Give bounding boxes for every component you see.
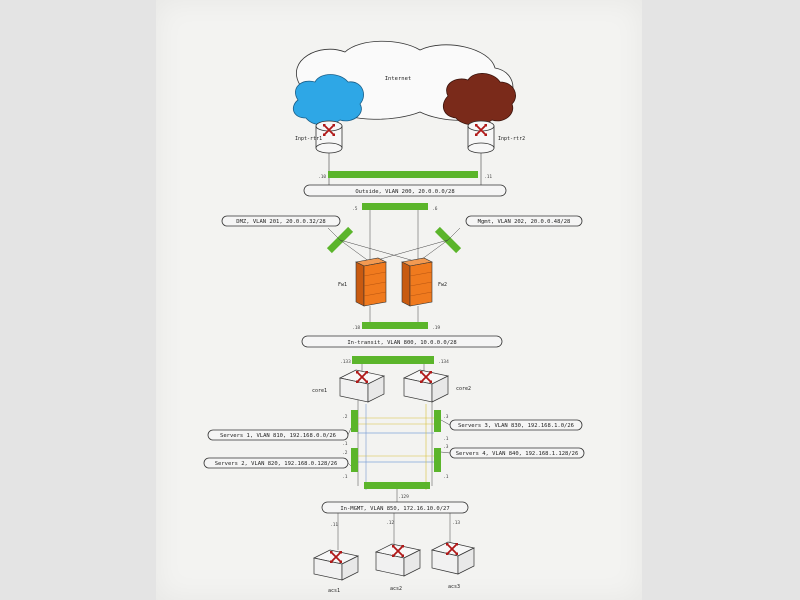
s4-ip-a: .3 — [443, 444, 449, 450]
r2-outside-ip: .11 — [484, 174, 492, 180]
servers1-label: Servers 1, VLAN 810, 192.168.0.0/26 — [220, 433, 336, 439]
servers4-label: Servers 4, VLAN 840, 192.168.1.128/26 — [456, 451, 579, 457]
core1-uplink-ip: .133 — [340, 359, 351, 365]
r1-outside-ip: .10 — [318, 174, 326, 180]
acs1-ip: .11 — [330, 522, 338, 528]
core1-servers-lower-bar — [351, 448, 358, 472]
servers3-label: Servers 3, VLAN 830, 192.168.1.0/26 — [458, 423, 574, 429]
core-uplink-bar — [352, 356, 434, 364]
s3-ip-a: .3 — [443, 414, 449, 420]
isp1-router-label: Inpt-rtr1 — [295, 136, 322, 142]
acs3-switch-icon — [430, 541, 476, 575]
fw2-label: Fw2 — [438, 282, 447, 288]
mgmt-segment: Mgmt, VLAN 202, 20.0.0.48/28 — [465, 215, 583, 227]
s3-ip-b: .1 — [443, 436, 449, 442]
fw2-inside-ip: .19 — [432, 325, 440, 331]
mgmt-label: Mgmt, VLAN 202, 20.0.0.48/28 — [478, 219, 571, 225]
intransit-segment: In-transit, VLAN 800, 10.0.0.0/28 — [301, 335, 503, 348]
outside-link-bar — [328, 171, 478, 178]
fw1-icon — [355, 257, 387, 307]
fw2-icon — [401, 257, 433, 307]
fw1-outside-ip: .5 — [352, 206, 358, 212]
fw-outside-link-bar — [362, 203, 428, 210]
isp1-cloud — [292, 74, 364, 126]
core1-servers-upper-bar — [351, 410, 358, 432]
fw-inside-link-bar — [362, 322, 428, 329]
inmgmt-segment: In-MGMT, VLAN 850, 172.16.10.0/27 — [321, 501, 469, 514]
isp2-router-icon — [467, 120, 495, 154]
access-links — [337, 513, 451, 550]
servers2-label: Servers 2, VLAN 820, 192.168.0.128/26 — [215, 461, 338, 467]
isp1-router-icon — [315, 120, 343, 154]
isp2-router-label: Inpt-rtr2 — [498, 136, 525, 142]
core2-switch-icon — [402, 369, 450, 403]
server-segment-links — [347, 419, 451, 467]
s1-ip-b: .1 — [342, 441, 348, 447]
s2-ip-a: .2 — [342, 450, 348, 456]
s1-ip-a: .2 — [342, 414, 348, 420]
acs3-ip: .13 — [452, 520, 460, 526]
acs2-label: acs2 — [390, 586, 402, 592]
fw1-label: Fw1 — [338, 282, 347, 288]
acs1-label: acs1 — [328, 588, 340, 594]
core1-label: core1 — [312, 388, 327, 394]
inmgmt-link-bar — [364, 482, 430, 489]
servers4-segment: Servers 4, VLAN 840, 192.168.1.128/26 — [449, 447, 585, 459]
fw2-outside-ip: .6 — [432, 206, 438, 212]
acs1-switch-icon — [312, 549, 360, 581]
fw1-inside-ip: .18 — [352, 325, 360, 331]
servers1-segment: Servers 1, VLAN 810, 192.168.0.0/26 — [207, 429, 349, 441]
core2-servers-lower-bar — [434, 448, 441, 472]
acs2-ip: .12 — [386, 520, 394, 526]
inmgmt-gw-ip: .129 — [398, 494, 409, 500]
servers3-segment: Servers 3, VLAN 830, 192.168.1.0/26 — [449, 419, 583, 431]
s4-ip-b: .1 — [443, 474, 449, 480]
outside-segment: Outside, VLAN 200, 20.0.0.0/28 — [303, 184, 507, 197]
acs3-label: acs3 — [448, 584, 460, 590]
core-interlinks — [358, 404, 434, 490]
core2-label: core2 — [456, 386, 471, 392]
core1-switch-icon — [338, 369, 386, 403]
internet-label: Internet — [385, 76, 412, 82]
outside-label: Outside, VLAN 200, 20.0.0.0/28 — [355, 189, 454, 195]
isp2-cloud — [442, 73, 516, 126]
dmz-segment: DMZ, VLAN 201, 20.0.0.32/28 — [221, 215, 341, 227]
inmgmt-label: In-MGMT, VLAN 850, 172.16.10.0/27 — [340, 506, 449, 512]
servers2-segment: Servers 2, VLAN 820, 192.168.0.128/26 — [203, 457, 349, 469]
dmz-label: DMZ, VLAN 201, 20.0.0.32/28 — [236, 219, 325, 225]
intransit-label: In-transit, VLAN 800, 10.0.0.0/28 — [347, 340, 456, 346]
acs2-switch-icon — [374, 543, 422, 577]
s2-ip-b: .1 — [342, 474, 348, 480]
core2-servers-upper-bar — [434, 410, 441, 432]
core2-uplink-ip: .134 — [438, 359, 449, 365]
